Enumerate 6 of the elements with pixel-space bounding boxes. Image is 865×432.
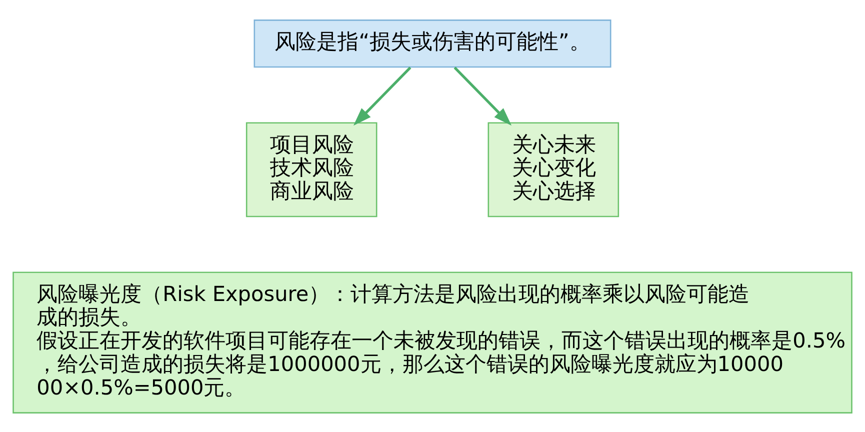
node-box: 项目风险 技术风险 商业风险 (246, 122, 378, 217)
node-box: 关心未来 关心变化 关心选择 (488, 122, 620, 217)
node-box: 风险是指“损失或伤害的可能性”。 (254, 19, 612, 68)
node-box: 风险曝光度（Risk Exposure）：计算方法是风险出现的概率乘以风险可能造成的损失。 假设正在开发的软件项目可能存在一个未被发现的错误，而这个错误出现的概率是0.5%，给公司造成的损失将是1000000元，那么这个错误的风险曝光度就应为1000000×0.5%=5000元。 (12, 271, 852, 413)
arrow (353, 66, 412, 126)
arrow (454, 66, 512, 126)
